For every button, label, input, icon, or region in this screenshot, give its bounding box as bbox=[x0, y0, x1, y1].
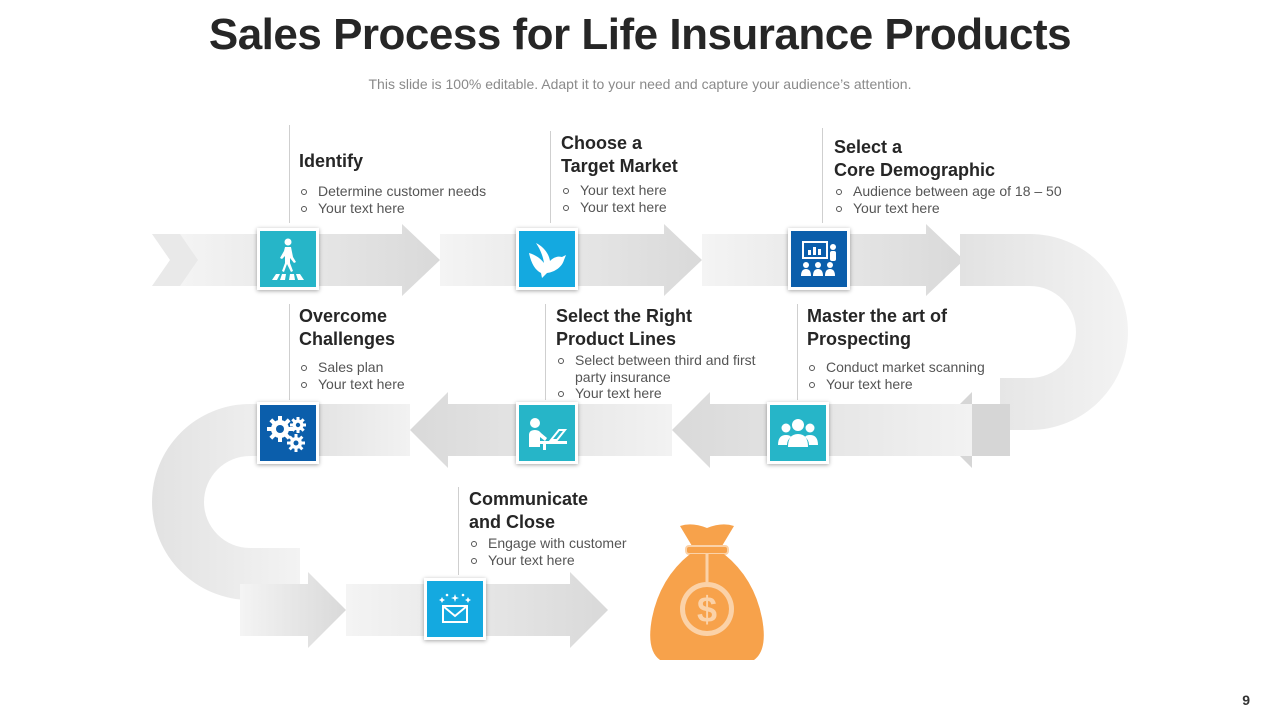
step-icon-box bbox=[516, 228, 578, 290]
step-bullets: Audience between age of 18 – 50 Your tex… bbox=[834, 183, 1062, 216]
bullet-item: Select between third and first party ins… bbox=[556, 352, 771, 385]
step-divider-line bbox=[458, 487, 459, 575]
envelope-sparkle-icon bbox=[439, 593, 471, 623]
step-icon-box bbox=[257, 228, 319, 290]
step-divider-line bbox=[545, 304, 546, 400]
step-bullets: Determine customer needs Your text here bbox=[299, 183, 486, 216]
bullet-item: Your text here bbox=[807, 376, 985, 393]
step-bullets: Conduct market scanning Your text here bbox=[807, 359, 985, 392]
bullet-item: Your text here bbox=[834, 200, 1062, 217]
svg-text:$: $ bbox=[697, 589, 717, 630]
page-number: 9 bbox=[1242, 692, 1250, 708]
bullet-item: Your text here bbox=[561, 199, 678, 216]
step-bullets: Engage with customer Your text here bbox=[469, 535, 627, 568]
flow-left-turn bbox=[152, 404, 300, 600]
step-divider-line bbox=[797, 304, 798, 400]
user-group-icon bbox=[778, 419, 818, 447]
dove-icon bbox=[529, 243, 566, 278]
step-title: Identify bbox=[299, 151, 364, 171]
gears-icon bbox=[267, 416, 306, 452]
pedestrian-crossing-icon bbox=[272, 238, 304, 280]
step-divider-line bbox=[550, 131, 551, 223]
step-icon-box bbox=[257, 402, 319, 464]
bullet-item: Your text here bbox=[556, 385, 771, 402]
bullet-item: Engage with customer bbox=[469, 535, 627, 552]
step-divider-line bbox=[822, 128, 823, 223]
bullet-item: Conduct market scanning bbox=[807, 359, 985, 376]
money-bag-icon: $ bbox=[650, 524, 764, 660]
step-icon-box bbox=[788, 228, 850, 290]
flow-row3-segment-1 bbox=[240, 572, 346, 648]
page-subtitle: This slide is 100% editable. Adapt it to… bbox=[368, 76, 912, 92]
step-divider-line bbox=[289, 304, 290, 400]
bullet-item: Audience between age of 18 – 50 bbox=[834, 183, 1062, 200]
step-bullets: Select between third and first party ins… bbox=[556, 352, 771, 402]
presentation-audience-icon bbox=[801, 241, 836, 276]
step-icon-box bbox=[516, 402, 578, 464]
person-laptop-icon bbox=[529, 418, 568, 450]
bullet-item: Your text here bbox=[299, 200, 486, 217]
step-icon-box bbox=[767, 402, 829, 464]
step-divider-line bbox=[289, 125, 290, 223]
flow-right-turn bbox=[960, 234, 1128, 430]
bullet-item: Sales plan bbox=[299, 359, 405, 376]
step-bullets: Your text here Your text here bbox=[561, 182, 678, 215]
bullet-item: Determine customer needs bbox=[299, 183, 486, 200]
page-title: Sales Process for Life Insurance Product… bbox=[208, 10, 1072, 59]
bullet-item: Your text here bbox=[299, 376, 405, 393]
step-bullets: Sales plan Your text here bbox=[299, 359, 405, 392]
step-icon-box bbox=[424, 578, 486, 640]
step-identify: Identify Determine customer needs Your t… bbox=[299, 150, 486, 216]
bullet-item: Your text here bbox=[561, 182, 678, 199]
bullet-item: Your text here bbox=[469, 552, 627, 569]
